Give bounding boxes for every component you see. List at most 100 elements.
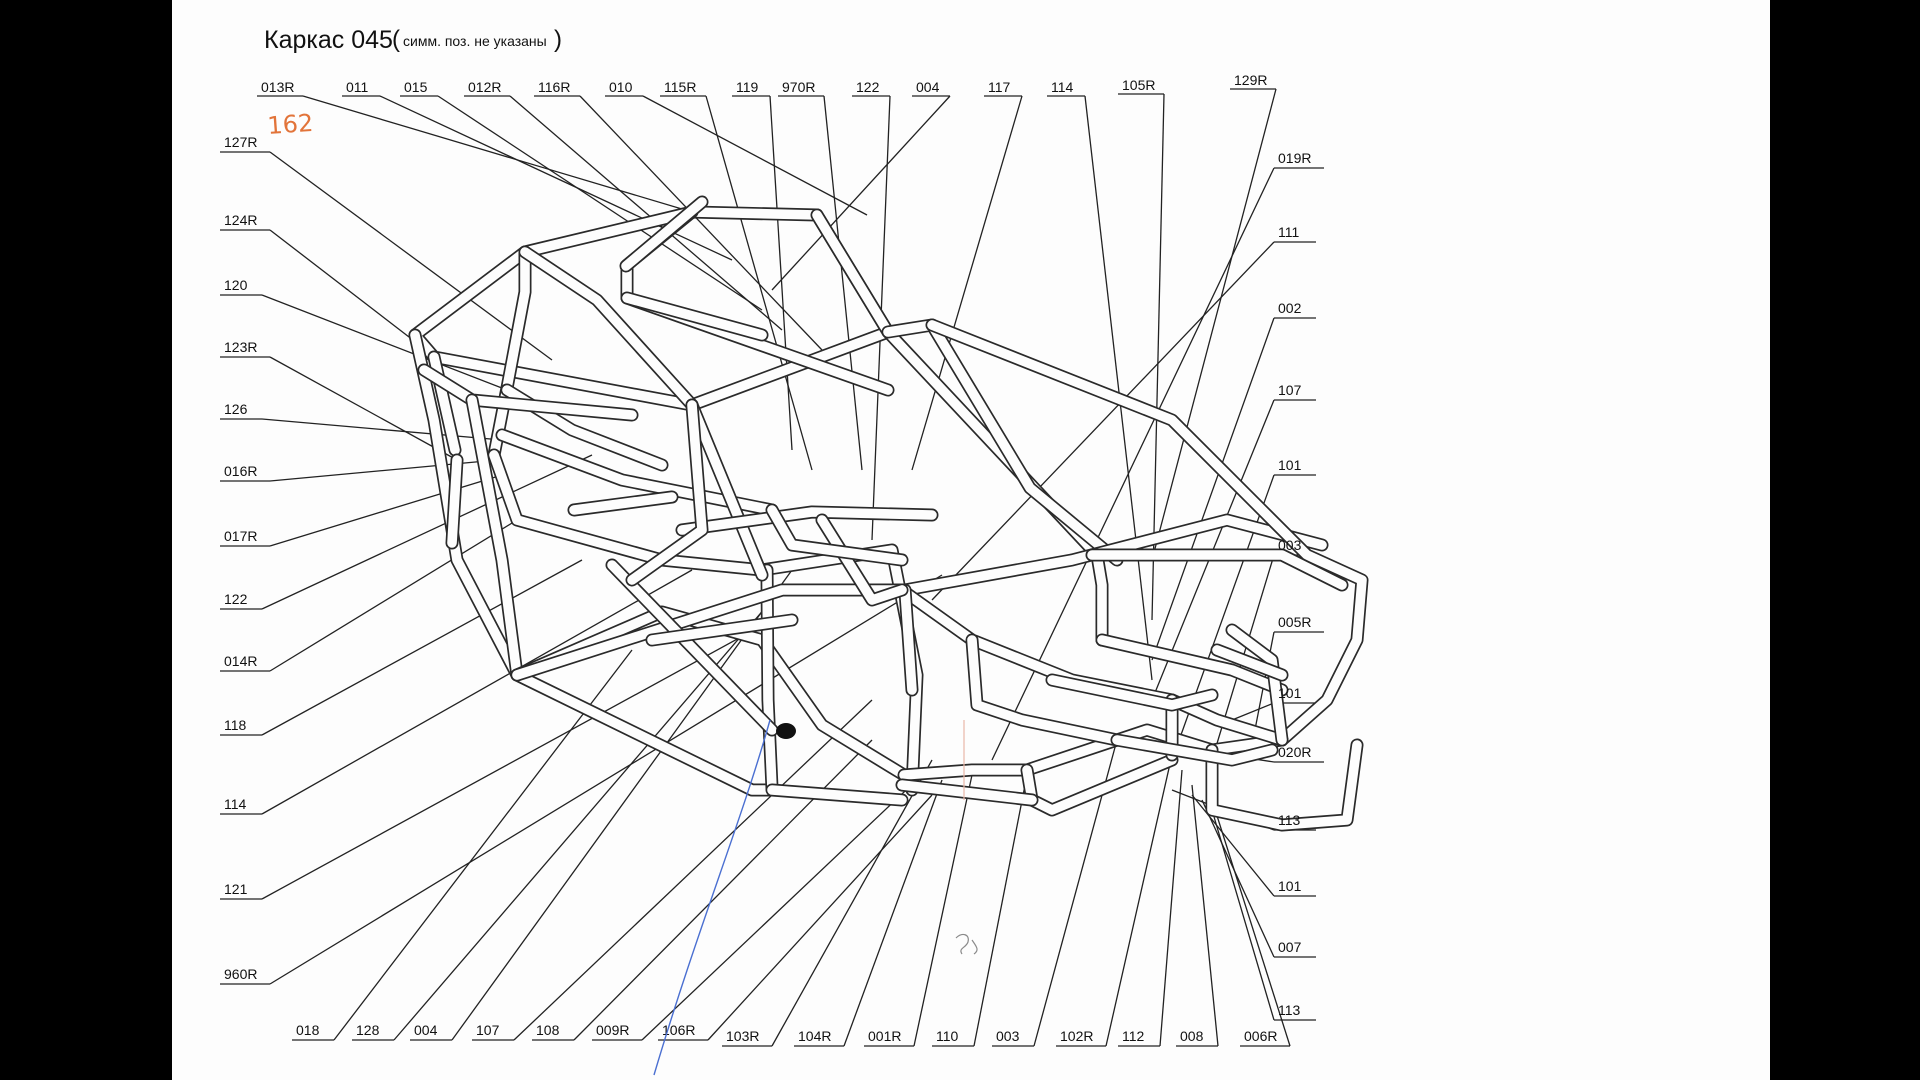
position-label: 108 xyxy=(536,1022,560,1038)
leader-line xyxy=(1151,317,1275,661)
position-label: 001R xyxy=(868,1028,901,1044)
paren-close: ) xyxy=(554,26,562,53)
tube-fill xyxy=(1212,645,1287,680)
position-label: 116R xyxy=(538,79,570,95)
position-label: 123R xyxy=(224,339,257,355)
tube-fill xyxy=(1047,675,1217,710)
position-label: 020R xyxy=(1278,744,1311,760)
drawing-sheet: Каркас 045 ( симм. поз. не указаны ) 162… xyxy=(172,0,1770,1080)
leader-line xyxy=(911,95,1023,471)
leader-line xyxy=(1084,95,1153,681)
leader-line xyxy=(261,418,503,441)
leader-line xyxy=(261,559,583,736)
position-label: 114 xyxy=(224,796,247,812)
position-label: 018 xyxy=(296,1022,320,1038)
position-label: 003 xyxy=(996,1028,1020,1044)
position-label: 009R xyxy=(596,1022,629,1038)
leader-line xyxy=(641,774,923,1041)
tube-fill xyxy=(647,615,797,645)
leader-line xyxy=(1105,754,1173,1047)
tube-fill xyxy=(897,780,1037,805)
leader-line xyxy=(1159,769,1183,1047)
leader-line xyxy=(931,241,1275,601)
leader-line xyxy=(509,95,783,331)
position-label: 129R xyxy=(1234,72,1267,88)
leader-line xyxy=(1151,88,1277,561)
tube-fill xyxy=(967,635,1122,745)
leader-line xyxy=(707,794,933,1041)
position-label: 008 xyxy=(1180,1028,1204,1044)
tube-fill xyxy=(767,505,907,565)
ink-blot xyxy=(776,723,796,739)
position-label: 005R xyxy=(1278,614,1311,630)
tube-fill xyxy=(569,492,677,515)
position-label: 128 xyxy=(356,1022,380,1038)
leader-line xyxy=(269,229,436,358)
leader-line xyxy=(261,569,693,815)
paren-open: ( xyxy=(392,26,400,53)
leader-line xyxy=(913,774,973,1047)
leader-line xyxy=(1191,784,1219,1047)
position-label: 106R xyxy=(662,1022,695,1038)
tube-fill xyxy=(1227,625,1287,745)
position-label: 105R xyxy=(1122,77,1155,93)
leader-line xyxy=(269,519,518,672)
position-label: 117 xyxy=(988,79,1011,95)
tube-fill xyxy=(467,395,522,680)
tube-fill xyxy=(927,320,1367,745)
position-label: 110 xyxy=(936,1028,959,1044)
position-label: 119 xyxy=(736,79,759,95)
position-label: 118 xyxy=(224,717,247,733)
tube-fill xyxy=(1112,735,1277,765)
leader-line xyxy=(1211,799,1291,1047)
position-label: 016R xyxy=(224,463,257,479)
frame-diagram: Каркас 045 ( симм. поз. не указаны ) 162… xyxy=(220,26,1369,1076)
leader-line xyxy=(302,95,693,213)
leader-line xyxy=(1211,809,1275,1021)
tube-fill xyxy=(627,400,707,585)
leader-lines xyxy=(220,88,1324,1047)
leader-line xyxy=(769,95,793,451)
position-label: 102R xyxy=(1060,1028,1093,1044)
leader-line xyxy=(1201,799,1275,958)
position-label: 003 xyxy=(1278,537,1302,553)
position-label: 101 xyxy=(1278,685,1302,701)
position-label: 006R xyxy=(1244,1028,1277,1044)
tube-fill xyxy=(900,585,917,695)
tube-fill xyxy=(447,455,462,548)
leader-line xyxy=(269,474,503,547)
pencil-scribble xyxy=(955,933,978,955)
tube-fill xyxy=(489,450,767,575)
blue-pen-stroke xyxy=(653,719,771,1076)
tube-fill xyxy=(621,197,707,271)
leader-line xyxy=(771,759,933,1047)
position-label: 104R xyxy=(798,1028,831,1044)
position-label: 112 xyxy=(1122,1028,1145,1044)
tube-fill xyxy=(1097,635,1287,695)
leader-line xyxy=(261,294,508,391)
position-label: 114 xyxy=(1051,79,1074,95)
position-label: 012R xyxy=(468,79,501,95)
tube-fill xyxy=(762,565,777,793)
position-label: 002 xyxy=(1278,300,1302,316)
tube-fill xyxy=(687,400,767,580)
position-label: 111 xyxy=(1278,224,1299,240)
leader-line xyxy=(269,356,458,461)
leader-line xyxy=(261,454,593,610)
position-label: 019R xyxy=(1278,150,1311,166)
leader-line xyxy=(573,739,873,1041)
tube-fill xyxy=(677,507,937,535)
position-label: 011 xyxy=(346,79,369,95)
position-label: 122 xyxy=(224,591,248,607)
position-label: 107 xyxy=(1278,382,1302,398)
leader-line xyxy=(705,95,813,471)
position-label: 004 xyxy=(916,79,940,95)
tube-fill xyxy=(1207,740,1362,830)
tube-fill xyxy=(520,247,697,410)
position-label: 017R xyxy=(224,528,257,544)
position-label: 101 xyxy=(1278,457,1302,473)
tube-fill xyxy=(410,330,777,795)
position-label: 107 xyxy=(476,1022,500,1038)
tube-frame xyxy=(408,195,1369,832)
